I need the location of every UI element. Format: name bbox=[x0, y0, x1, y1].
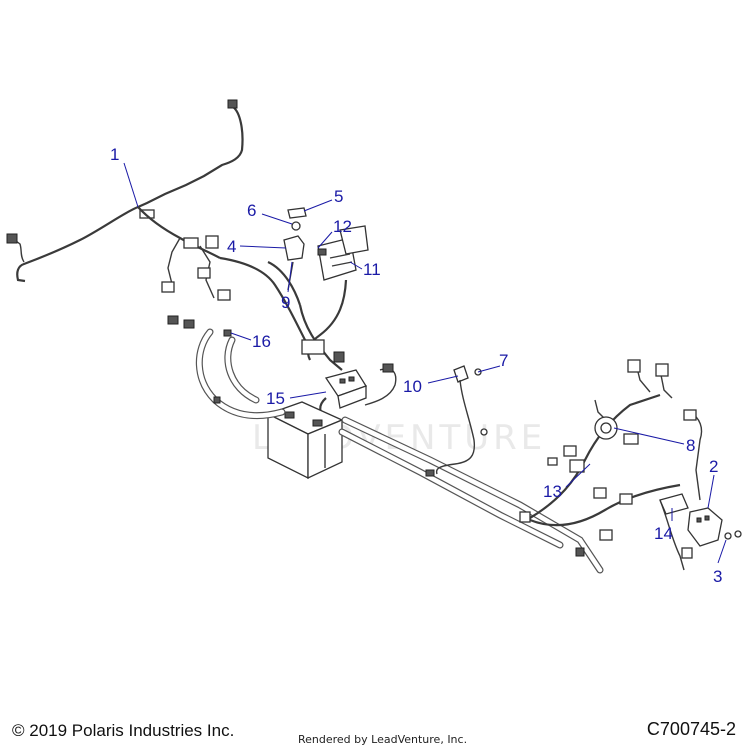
callout-16: 16 bbox=[230, 332, 271, 351]
callout-7: 7 bbox=[477, 351, 508, 373]
main-harness-center bbox=[298, 279, 397, 406]
svg-text:8: 8 bbox=[686, 436, 695, 455]
callout-10: 10 bbox=[403, 375, 459, 396]
svg-text:3: 3 bbox=[713, 567, 722, 586]
svg-text:10: 10 bbox=[403, 377, 422, 396]
callout-3: 3 bbox=[713, 539, 727, 586]
battery bbox=[266, 401, 344, 480]
sensor-part-10 bbox=[435, 365, 488, 475]
callout-2: 2 bbox=[707, 457, 718, 509]
control-module-part-11 bbox=[317, 225, 369, 281]
svg-text:13: 13 bbox=[543, 482, 562, 501]
rear-harness-part-1 bbox=[6, 99, 306, 341]
callout-4: 4 bbox=[227, 237, 287, 256]
svg-text:7: 7 bbox=[499, 351, 508, 370]
callout-13: 13 bbox=[543, 463, 591, 501]
svg-text:2: 2 bbox=[709, 457, 718, 476]
svg-text:4: 4 bbox=[227, 237, 236, 256]
svg-text:11: 11 bbox=[363, 260, 381, 279]
callout-1: 1 bbox=[110, 145, 139, 208]
battery-cables-part-16 bbox=[195, 328, 286, 420]
callout-15: 15 bbox=[266, 389, 327, 408]
callout-12: 12 bbox=[317, 217, 352, 249]
callout-9: 9 bbox=[281, 261, 293, 312]
svg-text:14: 14 bbox=[654, 524, 673, 543]
callout-14: 14 bbox=[654, 508, 673, 543]
callout-11: 11 bbox=[349, 260, 381, 279]
svg-text:6: 6 bbox=[247, 201, 256, 220]
callout-5: 5 bbox=[303, 187, 343, 212]
svg-text:15: 15 bbox=[266, 389, 285, 408]
front-harness-parts-8-13 bbox=[519, 359, 703, 571]
callout-8: 8 bbox=[613, 427, 695, 455]
svg-text:12: 12 bbox=[333, 217, 352, 236]
rendered-by-text: Rendered by LeadVenture, Inc. bbox=[298, 733, 468, 746]
svg-text:1: 1 bbox=[110, 145, 119, 164]
svg-text:16: 16 bbox=[252, 332, 271, 351]
diagram-code: C700745-2 bbox=[646, 719, 736, 739]
fuse-box-part-15 bbox=[319, 369, 367, 420]
copyright-text: © 2019 Polaris Industries Inc. bbox=[12, 721, 235, 740]
long-conduit bbox=[338, 416, 604, 574]
svg-text:5: 5 bbox=[334, 187, 343, 206]
callout-6: 6 bbox=[247, 201, 293, 225]
svg-text:9: 9 bbox=[281, 293, 290, 312]
